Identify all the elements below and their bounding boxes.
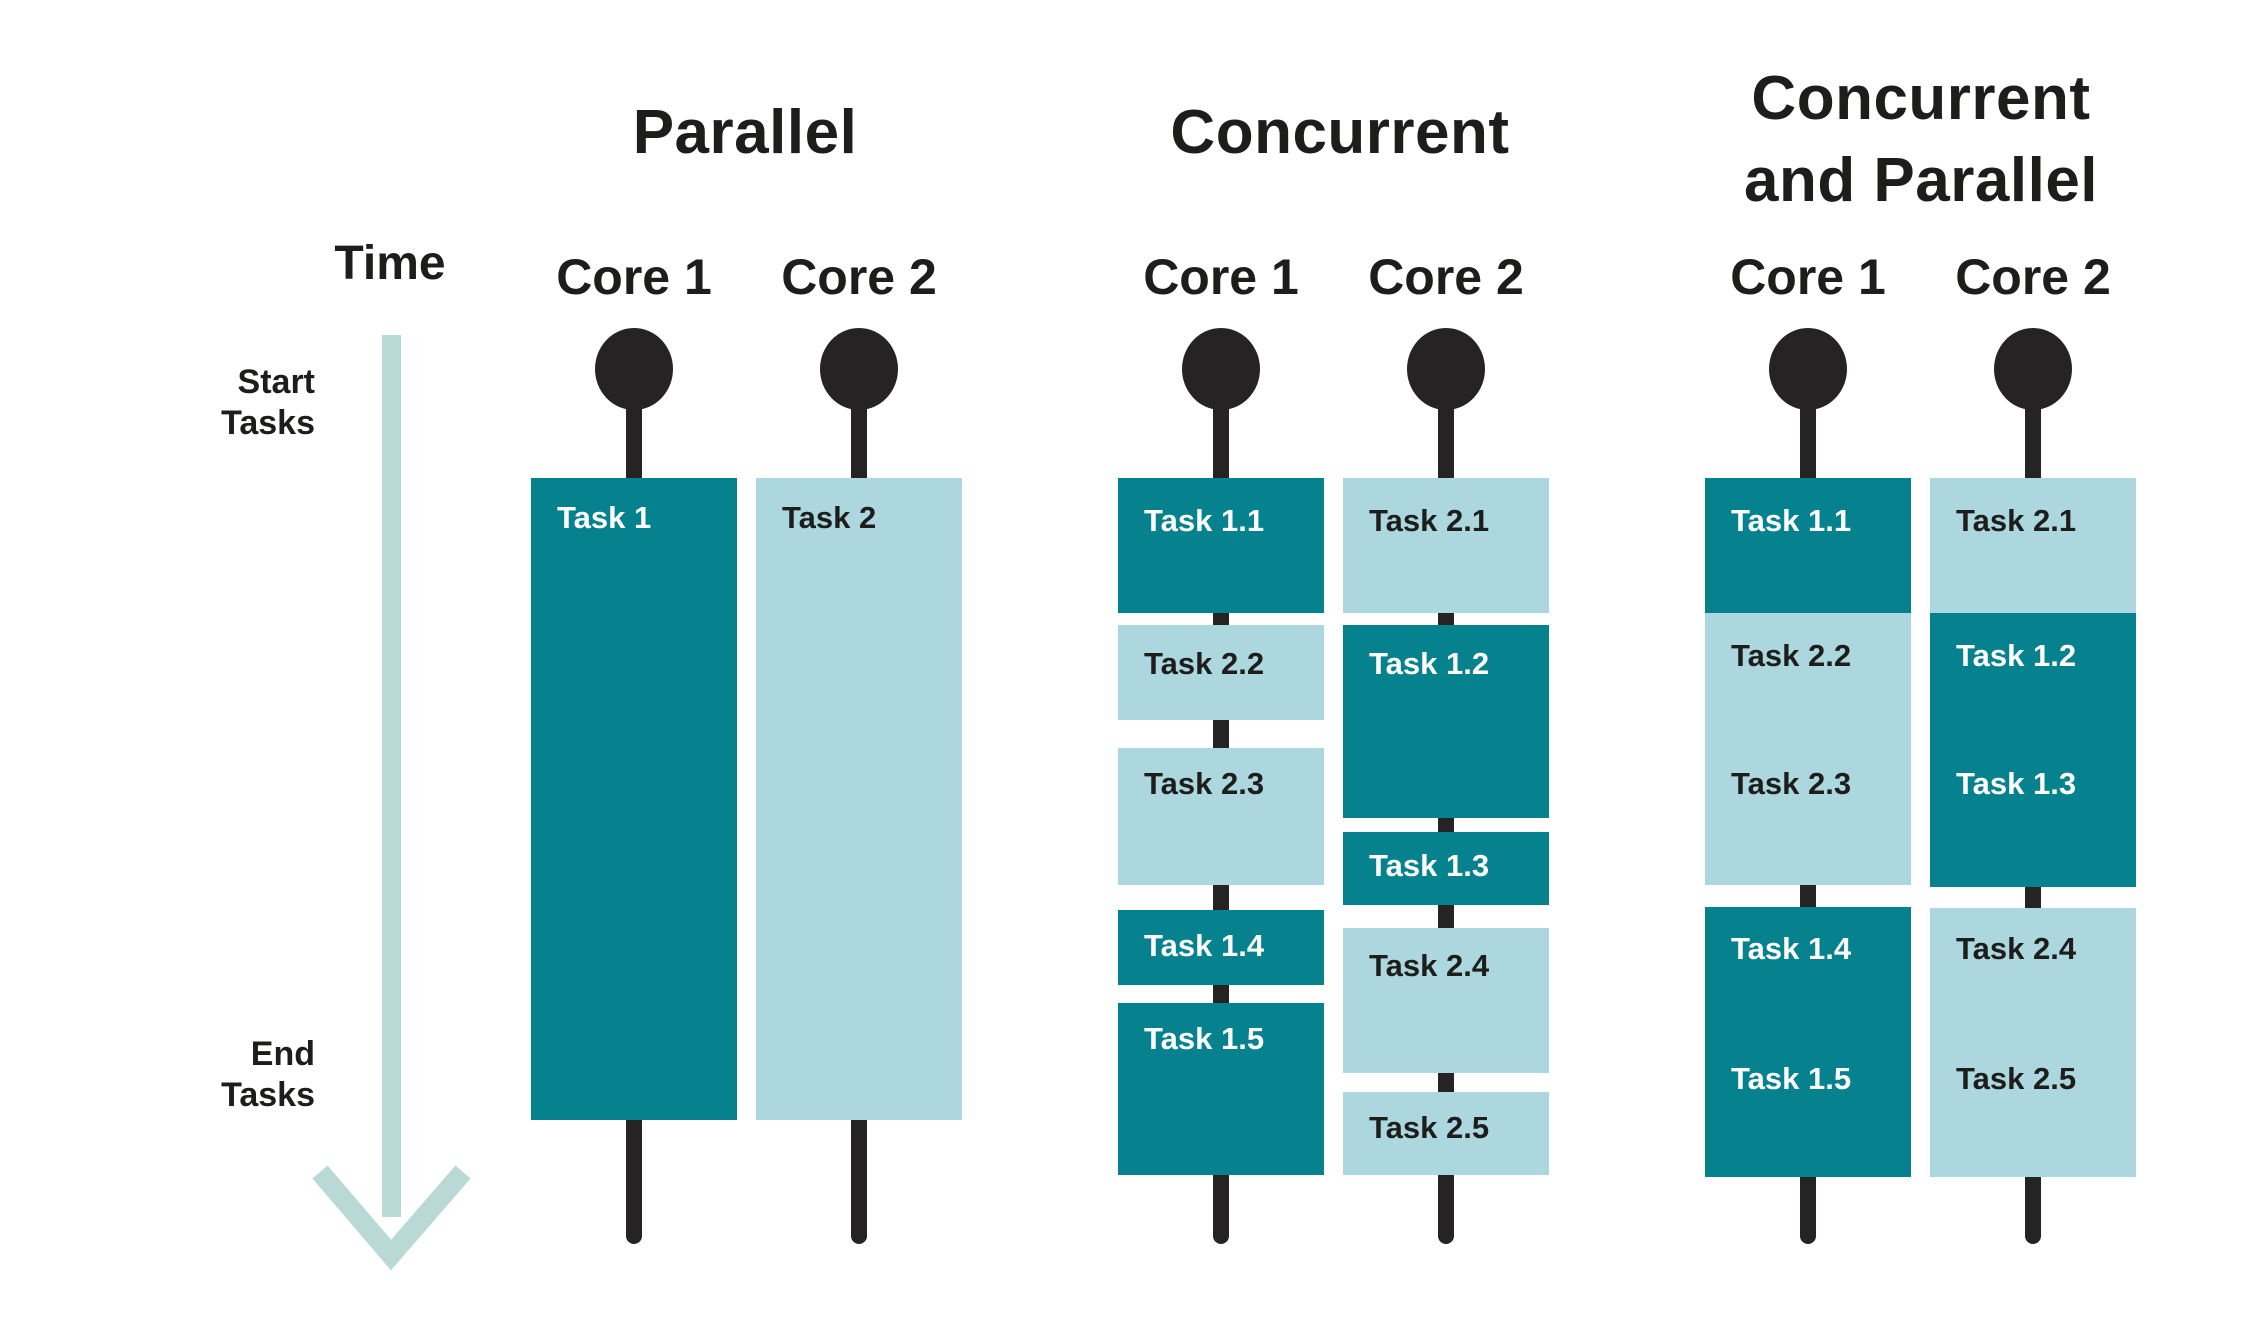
core-label: Core 2: [1955, 249, 2111, 305]
task-block: Task 1.5: [1118, 1003, 1324, 1175]
group-title: Parallel: [425, 92, 1065, 174]
task-label: Task 2.1: [1369, 503, 1490, 538]
task-block: Task 1.4: [1118, 910, 1324, 985]
time-arrow-bar: [382, 335, 401, 1217]
axis-note-line: End: [250, 1035, 315, 1073]
task-label: Task 2.1: [1956, 503, 2077, 538]
core-node-icon: [820, 328, 898, 410]
group-title-line: Concurrent: [1170, 98, 1510, 167]
time-axis-label: Time: [334, 237, 446, 290]
task-block: Task 2.3: [1118, 748, 1324, 885]
core-label: Core 1: [1143, 249, 1299, 305]
task-label: Task 2: [782, 500, 877, 535]
group-title: Concurrent: [1020, 92, 1660, 174]
task-block: Task 1.1: [1705, 478, 1911, 613]
axis-note-line: Tasks: [221, 403, 315, 442]
task-block: Task 2.2: [1118, 625, 1324, 720]
group-title-line: Concurrent: [1751, 64, 2091, 133]
task-label: Task 2.4: [1956, 931, 2077, 966]
core-label: Core 1: [1730, 249, 1886, 305]
core-node-icon: [1994, 328, 2072, 410]
core-node-icon: [1407, 328, 1485, 410]
task-block: Task 2.1: [1930, 478, 2136, 613]
core-label: Core 2: [1368, 249, 1524, 305]
task-label: Task 1.1: [1144, 503, 1265, 538]
task-label: Task 1.5: [1144, 1021, 1265, 1056]
task-label: Task 1.3: [1956, 766, 2077, 801]
task-block: Task 2: [756, 478, 962, 1120]
task-label: Task 2.3: [1144, 766, 1265, 801]
group-title-line: Parallel: [632, 98, 858, 167]
task-label: Task 2.5: [1369, 1110, 1490, 1145]
axis-note-line: Start: [237, 363, 315, 401]
group-title: Concurrent and Parallel: [1601, 58, 2241, 222]
task-label: Task 1.4: [1731, 931, 1852, 966]
core-node-icon: [595, 328, 673, 410]
core-node-icon: [1769, 328, 1847, 410]
task-label: Task 1.3: [1369, 848, 1490, 883]
task-label: Task 1.2: [1956, 638, 2077, 673]
task-label: Task 1.4: [1144, 928, 1265, 963]
group-title-line: and Parallel: [1743, 145, 2099, 215]
task-block: Task 1.1: [1118, 478, 1324, 613]
task-label: Task 1.5: [1731, 1061, 1852, 1096]
task-label: Task 2.4: [1369, 948, 1490, 983]
task-label: Task 2.2: [1731, 638, 1852, 673]
task-block: Task 2.1: [1343, 478, 1549, 613]
task-label: Task 2.3: [1731, 766, 1852, 801]
task-label: Task 1.2: [1369, 646, 1490, 681]
task-block: Task 1.3: [1343, 832, 1549, 905]
time-arrow-head-icon: [312, 1165, 471, 1270]
task-label: Task 2.2: [1144, 646, 1265, 681]
task-block: Task 2.5: [1343, 1092, 1549, 1175]
task-label: Task 1: [557, 500, 652, 535]
task-label: Task 2.5: [1956, 1061, 2077, 1096]
task-block: Task 2.4: [1343, 928, 1549, 1073]
core-node-icon: [1182, 328, 1260, 410]
task-block: Task 1: [531, 478, 737, 1120]
axis-note-line: Tasks: [221, 1075, 315, 1114]
core-label: Core 1: [556, 249, 712, 305]
task-label: Task 1.1: [1731, 503, 1852, 538]
task-block: Task 1.2: [1343, 625, 1549, 818]
core-label: Core 2: [781, 249, 937, 305]
